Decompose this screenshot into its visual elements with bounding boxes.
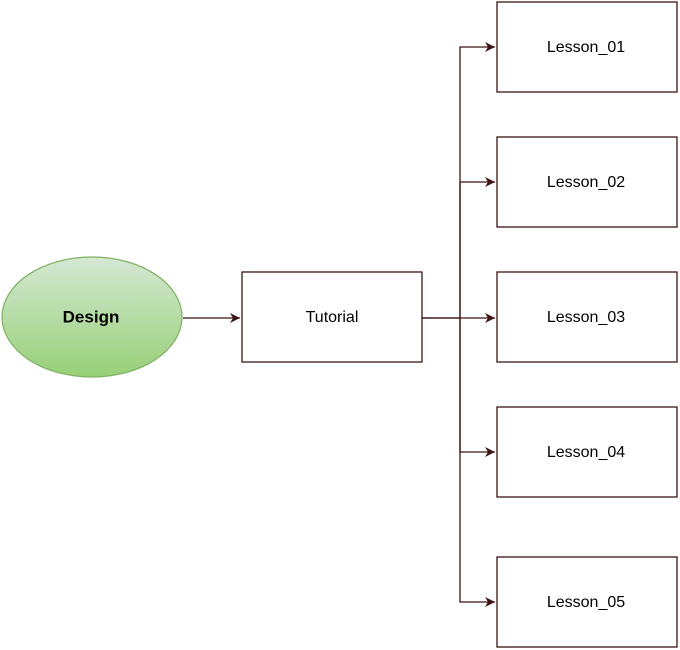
lesson-box [496,556,678,648]
lesson-label: Lesson_04 [547,444,625,461]
lesson-label: Lesson_02 [547,174,625,191]
lesson-box [496,271,678,363]
edge-tutorial-lesson-02 [459,177,495,318]
tutorial-node[interactable]: Tutorial [241,271,423,363]
lesson-box [496,1,678,93]
lesson-box [496,406,678,498]
edge-tutorial-lesson-04 [459,318,495,457]
design-node[interactable]: Design [1,256,183,378]
lesson-box [496,136,678,228]
lesson-label: Lesson_01 [547,39,625,56]
design-ellipse [1,256,183,378]
lesson-label: Lesson_03 [547,309,625,326]
lesson-node-05[interactable]: Lesson_05 [496,556,678,648]
lesson-label: Lesson_05 [547,594,625,611]
tutorial-label: Tutorial [306,309,359,326]
edges [183,42,495,607]
lesson-node-01[interactable]: Lesson_01 [496,1,678,93]
design-label: Design [63,307,120,326]
tutorial-box [241,271,423,363]
lesson-node-04[interactable]: Lesson_04 [496,406,678,498]
lesson-node-03[interactable]: Lesson_03 [496,271,678,363]
edge-tutorial-lesson-05 [459,318,495,607]
lesson-node-02[interactable]: Lesson_02 [496,136,678,228]
